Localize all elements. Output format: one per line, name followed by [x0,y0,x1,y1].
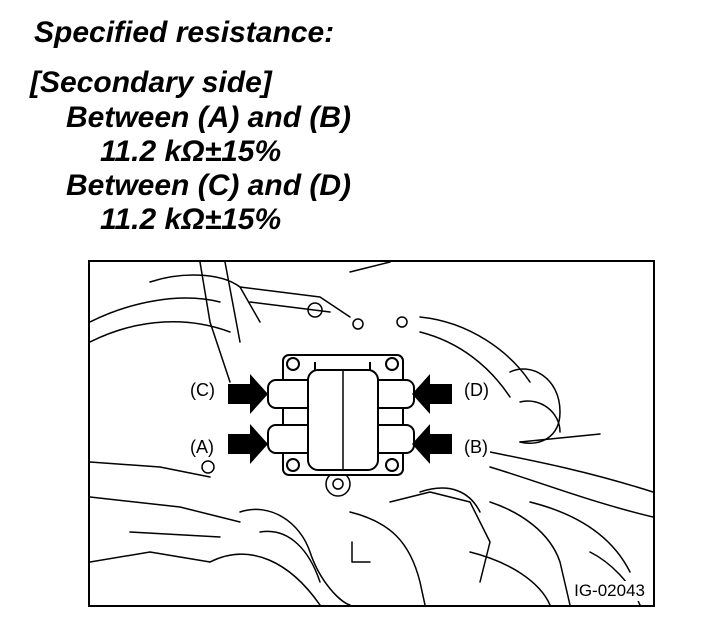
ignition-coil-figure: (C) (A) (D) (B) IG-02043 [88,260,655,607]
engine-edge [129,531,221,538]
arrow-b [412,424,452,464]
arrows [228,374,452,464]
engine-illustration [90,262,653,605]
bolt [307,302,323,318]
engine-edge [90,496,241,523]
pair-ab-label: Between (A) and (B) [66,101,351,134]
hose-line [90,321,231,343]
bolt [332,478,344,490]
bolt [396,316,408,328]
engine-edge [199,262,231,383]
hose-line [489,501,571,605]
engine-edge [249,301,331,313]
engine-edge [90,461,211,478]
connector [509,368,561,444]
hose-line [469,551,551,605]
engine-edge [90,551,211,563]
spec-heading: Specified resistance: [34,16,335,49]
hose-line [90,297,221,323]
engine-edge [351,541,371,563]
hose-line [239,508,351,605]
engine-edge [389,491,491,583]
hose-line [489,466,653,518]
hose-line [529,501,631,573]
figure-code: IG-02043 [572,581,647,601]
engine-edge [349,262,391,273]
hose-line [349,511,426,605]
ignition-coil [267,354,415,476]
pair-cd-value: 11.2 kΩ±15% [100,203,282,236]
pair-cd-label: Between (C) and (D) [66,169,351,202]
hose-line [209,553,321,605]
hose-line [149,274,261,323]
engine-edge [224,262,241,343]
section-title: [Secondary side] [30,66,272,99]
engine-edge [419,487,481,513]
terminal-label-c: (C) [188,380,217,401]
terminal-label-d: (D) [462,380,491,401]
leader-line [519,433,601,443]
engine-edge [239,286,351,318]
bolt [352,318,364,330]
arrow-a [228,424,268,464]
terminal-label-a: (A) [188,437,216,458]
terminal-label-b: (B) [462,437,490,458]
connector [519,400,561,433]
bolt [201,460,215,474]
hose-line [419,316,531,383]
hose-line [259,530,321,583]
hose-line [419,331,511,398]
arrow-c [228,374,268,414]
arrow-d [412,374,452,414]
hose-line [489,451,653,493]
pair-ab-value: 11.2 kΩ±15% [100,135,282,168]
